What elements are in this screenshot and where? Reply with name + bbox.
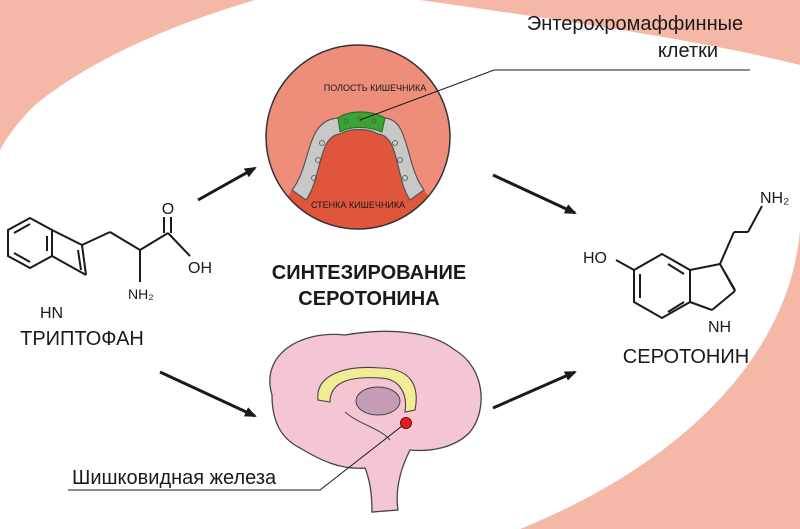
enterochromaffin-label-line2: клетки [658, 40, 718, 62]
background-blob-bottom-right [520, 230, 800, 529]
tryptophan-hn-label: HN [40, 305, 63, 322]
serotonin-nh2-label: NH₂ [760, 190, 789, 207]
tryptophan-oh-label: OH [188, 260, 212, 277]
serotonin-ho-label: HO [583, 250, 607, 267]
enterochromaffin-pointer-line [359, 69, 750, 121]
tryptophan-nh2-label: NH₂ [128, 286, 154, 302]
diagram-title-line1: СИНТЕЗИРОВАНИЕ [272, 262, 466, 284]
background-blob-top-right [420, 0, 800, 65]
pineal-pointer-line [68, 425, 403, 491]
serotonin-nh-label: NH [708, 319, 731, 336]
pineal-gland-label: Шишковидная железа [72, 467, 277, 489]
brain-illustration [269, 330, 482, 513]
arrow-tryptophan-to-brain [159, 370, 257, 418]
background-blob-top [0, 0, 255, 150]
diagram-title-line2: СЕРОТОНИНА [298, 288, 439, 310]
pineal-gland-dot [400, 417, 412, 429]
intestinal-wall-label: СТЕНКА КИШЕЧНИКА [311, 200, 405, 210]
arrow-intestine-to-serotonin [492, 173, 577, 215]
tryptophan-oxygen-label: O [162, 201, 174, 218]
serotonin-structure [615, 205, 763, 320]
arrow-tryptophan-to-intestine [197, 166, 257, 202]
intestinal-lumen-label: ПОЛОСТЬ КИШЕЧНИКА [324, 83, 427, 93]
tryptophan-name: ТРИПТОФАН [20, 328, 144, 350]
intestine-illustration [265, 44, 451, 230]
arrow-brain-to-serotonin [492, 370, 577, 410]
serotonin-name: СЕРОТОНИН [623, 346, 749, 368]
enterochromaffin-label-line1: Энтерохромаффинные [527, 13, 743, 35]
tryptophan-structure [7, 216, 191, 282]
